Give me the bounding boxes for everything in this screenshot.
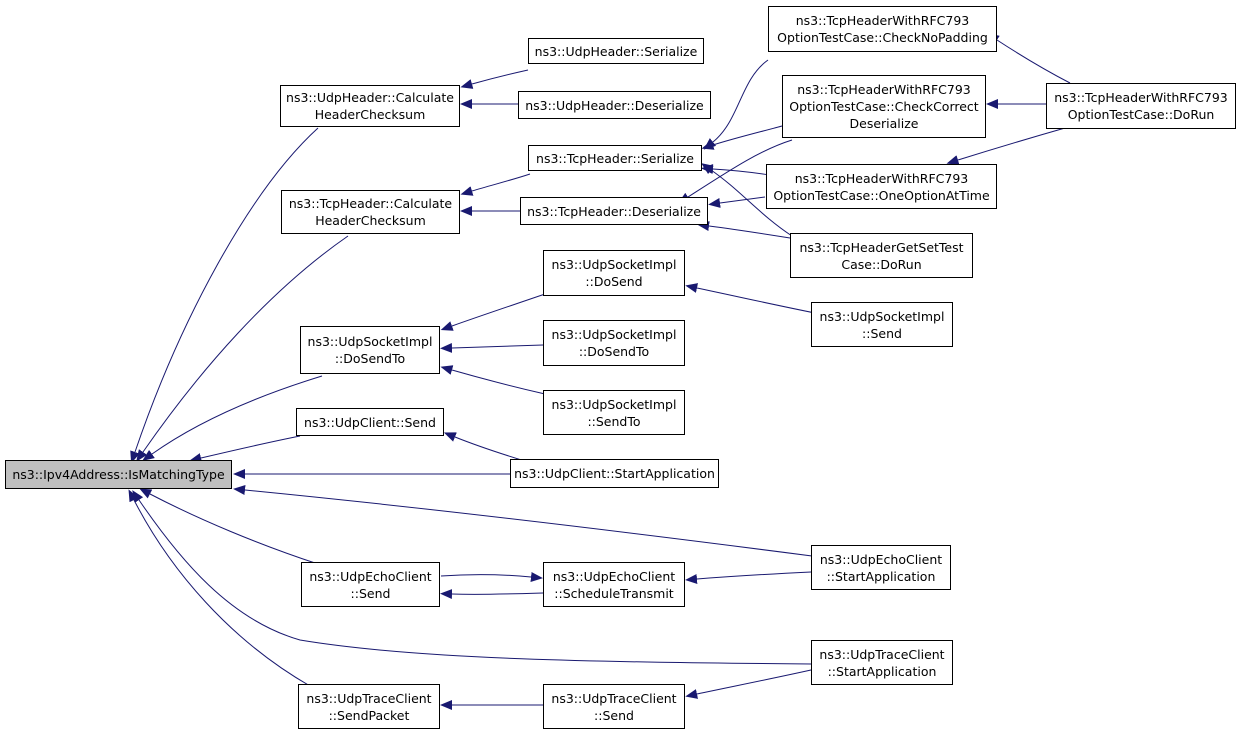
node-udptraceclient-sendpacket[interactable]: ns3::UdpTraceClient ::SendPacket	[298, 684, 440, 729]
edge-correct-tcpser	[701, 125, 783, 150]
node-udpechoclient-startapplication[interactable]: ns3::UdpEchoClient ::StartApplication	[811, 545, 951, 590]
node-udpsocketimpl-dosend[interactable]: ns3::UdpSocketImpl ::DoSend	[543, 250, 685, 296]
node-tcpheader-deserialize[interactable]: ns3::TcpHeader::Deserialize	[520, 197, 708, 225]
node-rfc793-oneoptionattime[interactable]: ns3::TcpHeaderWithRFC793 OptionTestCase:…	[766, 164, 997, 209]
node-rfc793-dorun[interactable]: ns3::TcpHeaderWithRFC793 OptionTestCase:…	[1046, 83, 1236, 129]
edge-dosend-dosendto	[440, 293, 546, 331]
node-udpclient-startapplication[interactable]: ns3::UdpClient::StartApplication	[510, 459, 719, 488]
node-udpechoclient-scheduletransmit[interactable]: ns3::UdpEchoClient ::ScheduleTransmit	[543, 562, 685, 607]
node-udptraceclient-startapplication[interactable]: ns3::UdpTraceClient ::StartApplication	[811, 640, 953, 685]
node-tcpheader-serialize[interactable]: ns3::TcpHeader::Serialize	[528, 145, 702, 171]
edge-tracesendpacket-root	[128, 489, 311, 687]
node-tcpheader-calculateheaderchecksum[interactable]: ns3::TcpHeader::Calculate HeaderChecksum	[281, 190, 460, 234]
edge-echosend-root	[139, 488, 319, 565]
edge-dorun-nopad	[986, 33, 1071, 84]
node-udpheader-deserialize[interactable]: ns3::UdpHeader::Deserialize	[518, 91, 711, 119]
edge-dosendto-root	[142, 375, 323, 461]
node-rfc793-checknopadding[interactable]: ns3::TcpHeaderWithRFC793 OptionTestCase:…	[768, 6, 997, 52]
node-udpsocketimpl-dosendto-2[interactable]: ns3::UdpSocketImpl ::DoSendTo	[543, 320, 685, 366]
node-udpsocketimpl-sendto[interactable]: ns3::UdpSocketImpl ::SendTo	[543, 390, 685, 435]
edge-udpcalc-root	[130, 127, 319, 464]
edge-socksend-dosend	[685, 283, 816, 314]
edge-correct-tcpdeser	[677, 139, 793, 204]
edge-dorun-one	[946, 127, 1066, 165]
edge-sendto-dosendto	[440, 365, 546, 395]
edge-one-tcpser	[701, 164, 771, 176]
edge-sched-echosend	[440, 589, 544, 599]
edge-getset-tcpdeser	[697, 221, 791, 239]
edge-dosendto2-dosendto	[440, 343, 544, 353]
node-tcpheadergetsettestcase-dorun[interactable]: ns3::TcpHeaderGetSetTest Case::DoRun	[790, 233, 973, 278]
node-ipv4address-ismatchingtype[interactable]: ns3::Ipv4Address::IsMatchingType	[5, 460, 232, 489]
edge-nopad-tcpser	[703, 59, 769, 150]
node-rfc793-checkcorrectdeserialize[interactable]: ns3::TcpHeaderWithRFC793 OptionTestCase:…	[782, 75, 986, 138]
edge-echostart-sched	[685, 571, 812, 584]
node-udpheader-calculateheaderchecksum[interactable]: ns3::UdpHeader::Calculate HeaderChecksum	[280, 85, 460, 127]
node-udpheader-serialize[interactable]: ns3::UdpHeader::Serialize	[528, 38, 704, 64]
node-udpclient-send[interactable]: ns3::UdpClient::Send	[296, 408, 444, 436]
edge-echostart-root	[233, 485, 813, 557]
edge-tcpcalc-root	[136, 235, 349, 462]
edge-one-tcpdeser	[708, 196, 766, 208]
node-udpechoclient-send[interactable]: ns3::UdpEchoClient ::Send	[301, 562, 440, 607]
edge-clientsend-root	[189, 435, 301, 463]
node-udpsocketimpl-send[interactable]: ns3::UdpSocketImpl ::Send	[811, 302, 953, 347]
edge-tcpser-tcpcalc	[460, 173, 531, 196]
edge-udpser-udpcalc	[460, 69, 529, 89]
edge-tracestart-tracesend	[685, 669, 812, 699]
node-udptraceclient-send[interactable]: ns3::UdpTraceClient ::Send	[543, 684, 685, 729]
edge-tracestart-root	[132, 490, 813, 665]
edge-echosend-sched	[440, 572, 543, 582]
node-udpsocketimpl-dosendto[interactable]: ns3::UdpSocketImpl ::DoSendTo	[300, 326, 440, 374]
